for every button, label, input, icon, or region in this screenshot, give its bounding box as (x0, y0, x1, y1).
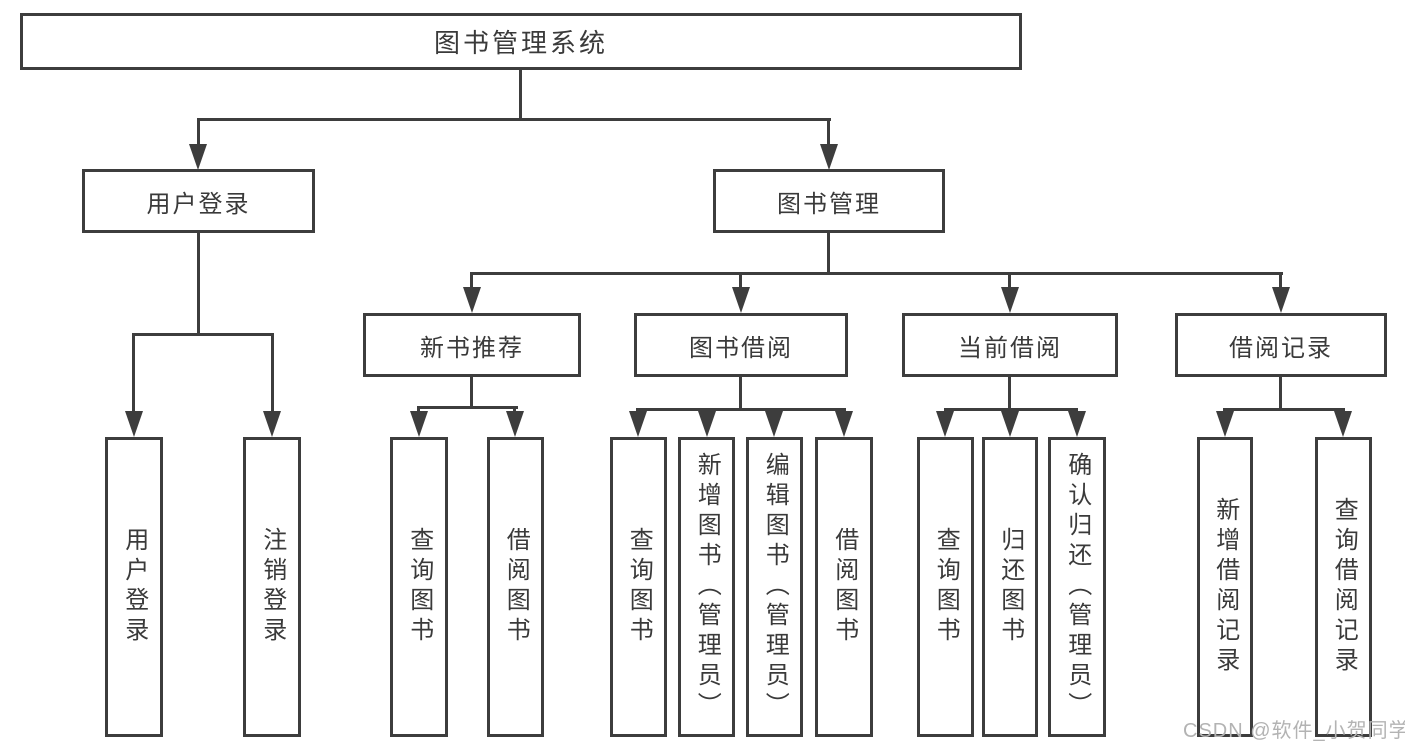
connector-line (417, 406, 518, 409)
connector-line (519, 70, 522, 118)
arrowhead-icon (1001, 411, 1019, 437)
node-current-borrowing: 当前借阅 (902, 313, 1118, 377)
leaf-label: 查询借阅记录 (1330, 497, 1358, 677)
leaf-query-books-current: 查询图书 (917, 437, 974, 737)
connector-line (739, 377, 742, 411)
leaf-label: 借阅图书 (502, 527, 530, 647)
node-label: 用户登录 (146, 190, 251, 218)
arrowhead-icon (1216, 411, 1234, 437)
connector-line (132, 333, 274, 336)
connector-line (827, 118, 830, 148)
arrowhead-icon (732, 287, 750, 313)
node-library-management-system: 图书管理系统 (20, 13, 1022, 70)
arrowhead-icon (765, 411, 783, 437)
leaf-add-borrow-record: 新增借阅记录 (1197, 437, 1253, 737)
leaf-borrow-books-recommend: 借阅图书 (487, 437, 544, 737)
connector-line (1008, 377, 1011, 411)
connector-line (197, 118, 200, 148)
connector-line (132, 333, 135, 413)
connector-line (636, 408, 846, 411)
leaf-label: 查询图书 (932, 527, 960, 647)
leaf-user-login: 用户登录 (105, 437, 163, 737)
connector-line (827, 233, 830, 275)
arrowhead-icon (189, 144, 207, 170)
arrowhead-icon (506, 411, 524, 437)
arrowhead-icon (463, 287, 481, 313)
leaf-logout: 注销登录 (243, 437, 301, 737)
node-user-login: 用户登录 (82, 169, 315, 233)
connector-line (271, 333, 274, 413)
arrowhead-icon (1001, 287, 1019, 313)
connector-line (1223, 408, 1345, 411)
arrowhead-icon (1068, 411, 1086, 437)
leaf-label: 注销登录 (258, 527, 286, 647)
connector-line (197, 118, 831, 121)
leaf-edit-books-admin: 编辑图书（管理员） (746, 437, 803, 737)
leaf-return-books: 归还图书 (982, 437, 1038, 737)
connector-line (470, 377, 473, 409)
leaf-label: 新增借阅记录 (1211, 497, 1239, 677)
leaf-label: 确认归还（管理员） (1063, 452, 1091, 722)
arrowhead-icon (1334, 411, 1352, 437)
leaf-label: 借阅图书 (830, 527, 858, 647)
leaf-query-borrow-record: 查询借阅记录 (1315, 437, 1372, 737)
connector-line (197, 233, 200, 336)
node-book-borrowing: 图书借阅 (634, 313, 848, 377)
leaf-label: 查询图书 (405, 527, 433, 647)
node-label: 当前借阅 (958, 334, 1062, 362)
connector-line (470, 272, 1283, 275)
arrowhead-icon (698, 411, 716, 437)
connector-line (470, 272, 473, 289)
leaf-query-books-borrowing: 查询图书 (610, 437, 667, 737)
leaf-label: 用户登录 (120, 527, 148, 647)
node-book-management: 图书管理 (713, 169, 945, 233)
arrowhead-icon (835, 411, 853, 437)
node-label: 新书推荐 (420, 334, 524, 362)
node-borrowing-records: 借阅记录 (1175, 313, 1387, 377)
arrowhead-icon (1272, 287, 1290, 313)
leaf-confirm-return-admin: 确认归还（管理员） (1048, 437, 1106, 737)
arrowhead-icon (263, 411, 281, 437)
watermark: CSDN @软件_小贺同学 (1183, 720, 1405, 742)
leaf-label: 查询图书 (625, 527, 653, 647)
arrowhead-icon (410, 411, 428, 437)
leaf-label: 归还图书 (996, 527, 1024, 647)
leaf-add-books-admin: 新增图书（管理员） (678, 437, 735, 737)
connector-line (1279, 272, 1282, 289)
leaf-borrow-books-borrowing: 借阅图书 (815, 437, 873, 737)
node-label: 借阅记录 (1229, 334, 1333, 362)
connector-line (513, 406, 516, 414)
connector-line (739, 272, 742, 289)
node-new-book-recommendation: 新书推荐 (363, 313, 581, 377)
leaf-label: 新增图书（管理员） (693, 452, 721, 722)
connector-line (944, 408, 1078, 411)
connector-line (1008, 272, 1011, 289)
node-label: 图书管理 (777, 190, 881, 218)
arrowhead-icon (820, 144, 838, 170)
node-label: 图书借阅 (689, 334, 793, 362)
connector-line (417, 406, 420, 414)
arrowhead-icon (936, 411, 954, 437)
arrowhead-icon (629, 411, 647, 437)
arrowhead-icon (125, 411, 143, 437)
connector-line (1279, 377, 1282, 411)
node-label: 图书管理系统 (433, 28, 608, 58)
leaf-query-books-recommend: 查询图书 (390, 437, 448, 737)
leaf-label: 编辑图书（管理员） (761, 452, 789, 722)
